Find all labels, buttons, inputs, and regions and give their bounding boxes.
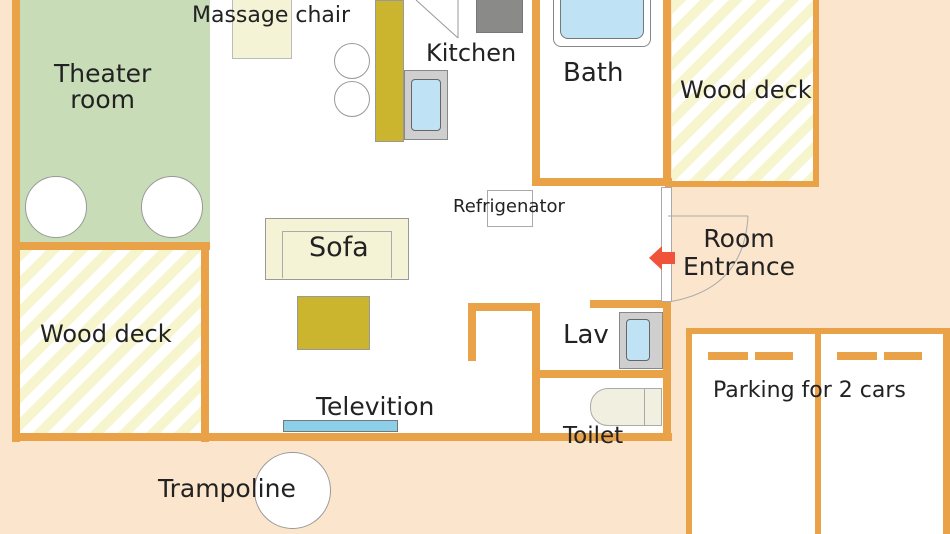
kitchen-counter: [375, 0, 404, 142]
massage-chair: [232, 0, 292, 59]
wall-lav-top: [590, 300, 670, 308]
label-bath: Bath: [563, 58, 624, 88]
wall-parking-left: [686, 328, 692, 534]
entrance-arrow-icon: [649, 246, 675, 270]
label-toilet: Toilet: [563, 423, 624, 449]
entrance-door-swing: [667, 215, 749, 303]
kitchen-sink: [404, 70, 448, 140]
television: [283, 420, 398, 432]
wall-theater-bottom: [12, 242, 210, 250]
bar-stool: [334, 81, 370, 117]
wall-toilet-top: [532, 370, 670, 378]
label-trampoline: Trampoline: [158, 474, 296, 503]
label-refrigerator: Refrigenator: [453, 196, 565, 217]
kitchen-door-swing: [415, 0, 459, 39]
label-lav: Lav: [563, 320, 609, 350]
wall-bath-right: [663, 0, 671, 186]
wall-outer-left: [12, 0, 20, 442]
parking-mark: [837, 352, 877, 360]
theater-seat: [141, 176, 203, 238]
wood-deck-left: [18, 250, 201, 435]
wall-bottom: [12, 433, 672, 441]
wall-parking-middle: [815, 328, 821, 534]
label-sofa: Sofa: [309, 232, 369, 263]
kitchen-stove: [476, 0, 523, 33]
refrigerator: [487, 190, 533, 227]
wall-deck-right-bottom: [665, 181, 819, 187]
label-massage-chair: Massage chair: [192, 3, 351, 28]
entrance-door: [661, 187, 672, 302]
parking-mark: [884, 352, 922, 360]
bar-stool: [334, 43, 370, 79]
wall-deck-right-edge: [813, 0, 819, 186]
label-kitchen: Kitchen: [426, 39, 517, 67]
label-wood-deck-left: Wood deck: [40, 320, 172, 348]
theater-seat: [25, 176, 87, 238]
bathtub: [553, 0, 651, 47]
sofa: [265, 218, 409, 280]
label-room-entrance: Room Entrance: [683, 224, 796, 281]
toilet-tank: [644, 388, 662, 426]
label-theater-room: Theater room: [54, 59, 152, 115]
toilet: [590, 388, 648, 426]
coffee-table: [297, 296, 370, 350]
parking-mark: [708, 352, 748, 360]
label-television: Televition: [316, 392, 435, 421]
wall-parking-right: [943, 328, 950, 534]
trampoline: [254, 452, 331, 529]
lav-sink: [619, 312, 663, 369]
wall-closet-top: [468, 303, 540, 311]
wall-deck-inner: [201, 242, 209, 442]
wall-bath-left: [532, 0, 540, 186]
label-parking: Parking for 2 cars: [713, 378, 906, 403]
wood-deck-right: [672, 0, 815, 183]
parking-mark: [755, 352, 793, 360]
wall-closet-left: [468, 303, 476, 361]
label-wood-deck-right: Wood deck: [680, 76, 812, 104]
wall-bath-bottom: [532, 178, 672, 186]
